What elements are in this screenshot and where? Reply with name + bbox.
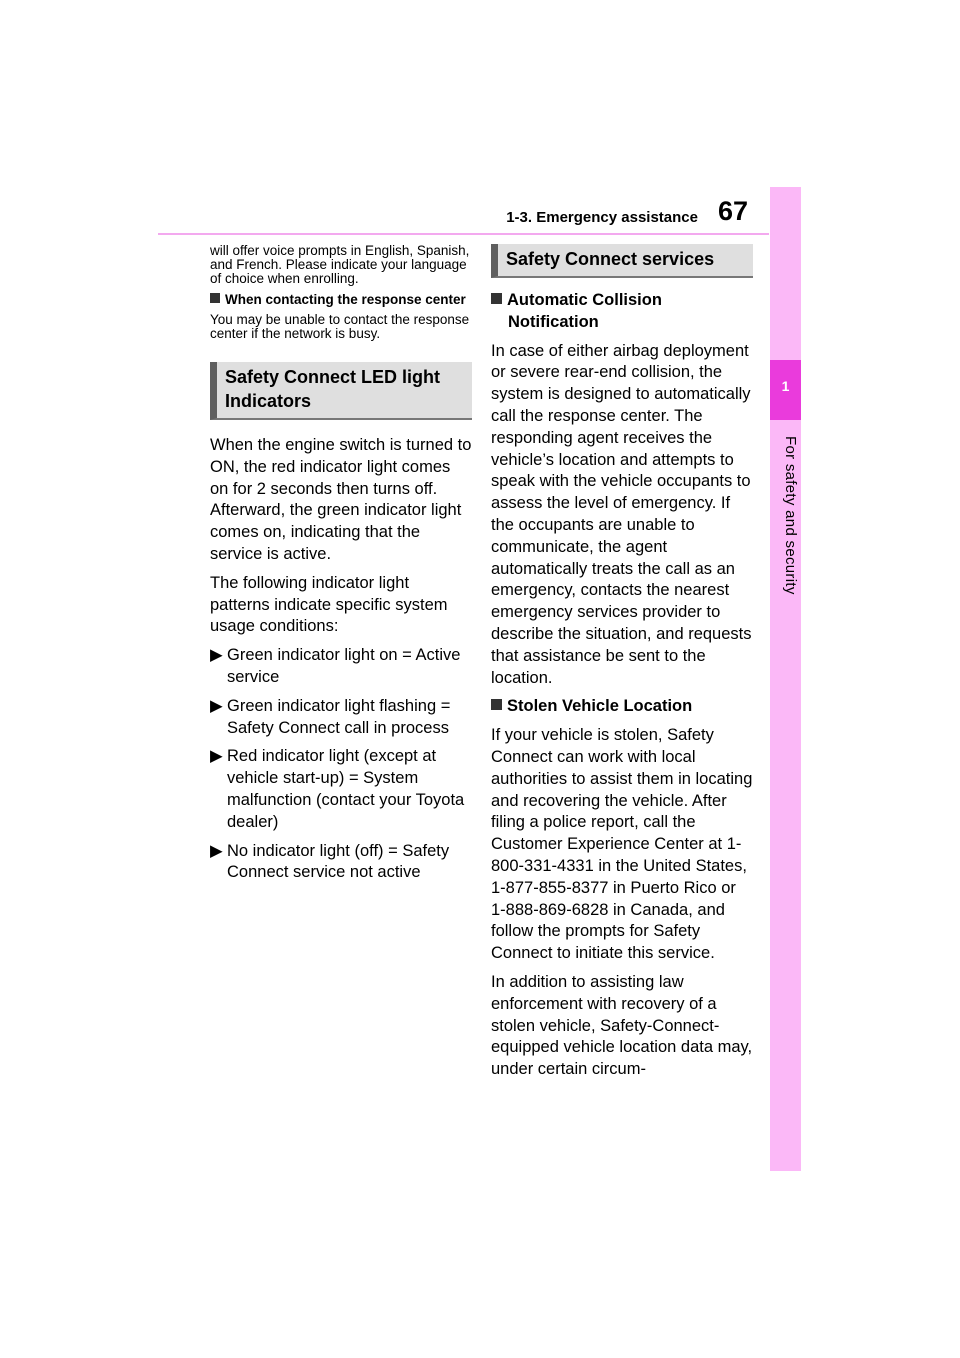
- list-item: ▶Green indicator light on = Active servi…: [210, 645, 472, 689]
- list-item-text: Green indicator light flashing = Safety …: [227, 696, 451, 737]
- list-item: ▶No indicator light (off) = Safety Conne…: [210, 841, 472, 885]
- section-heading-led: Safety Connect LED light Indicators: [210, 362, 472, 420]
- header-divider: [158, 233, 769, 235]
- list-item: ▶Red indicator light (except at vehicle …: [210, 746, 472, 833]
- right-column: Safety Connect services Automatic Collis…: [491, 244, 753, 1088]
- chapter-number: 1: [781, 378, 790, 394]
- intro-text: will offer voice prompts in English, Spa…: [210, 243, 470, 286]
- subheading-stolen-vehicle: Stolen Vehicle Location: [491, 696, 753, 718]
- triangle-right-icon: ▶: [210, 646, 223, 665]
- subheading-collision: Automatic Collision Notification: [491, 290, 753, 334]
- stolen-text-1: If your vehicle is stolen, Safety Connec…: [491, 726, 753, 963]
- chapter-tab-marker: [770, 360, 801, 420]
- triangle-right-icon: ▶: [210, 841, 223, 860]
- square-icon: [491, 293, 502, 304]
- note-text: You may be unable to contact the respons…: [210, 312, 470, 341]
- list-item-text: No indicator light (off) = Safety Connec…: [227, 841, 450, 882]
- led-paragraph-1: When the engine switch is turned to ON, …: [210, 436, 472, 563]
- page-number: 67: [717, 196, 749, 226]
- chapter-tab: [770, 187, 801, 1171]
- section-title: 1-3. Emergency assistance: [506, 209, 698, 226]
- note-heading-text: When contacting the response center: [225, 292, 466, 307]
- list-item-text: Green indicator light on = Active servic…: [227, 646, 461, 686]
- stolen-text-2: In addition to assisting law enforcement…: [491, 972, 753, 1079]
- subheading-text: Stolen Vehicle Location: [507, 697, 693, 716]
- collision-text: In case of either airbag deployment or s…: [491, 341, 752, 687]
- triangle-right-icon: ▶: [210, 747, 223, 766]
- section-heading-services: Safety Connect services: [491, 244, 753, 278]
- square-icon: [210, 293, 220, 303]
- triangle-right-icon: ▶: [210, 696, 223, 715]
- note-heading: When contacting the response center: [210, 293, 472, 307]
- subheading-text: Automatic Collision Notification: [507, 291, 662, 331]
- led-paragraph-2: The following indicator light patterns i…: [210, 573, 448, 636]
- list-item-text: Red indicator light (except at vehicle s…: [227, 747, 465, 831]
- square-icon: [491, 699, 502, 711]
- left-column: will offer voice prompts in English, Spa…: [210, 244, 472, 891]
- chapter-title: For safety and security: [782, 436, 799, 595]
- list-item: ▶Green indicator light flashing = Safety…: [210, 696, 472, 740]
